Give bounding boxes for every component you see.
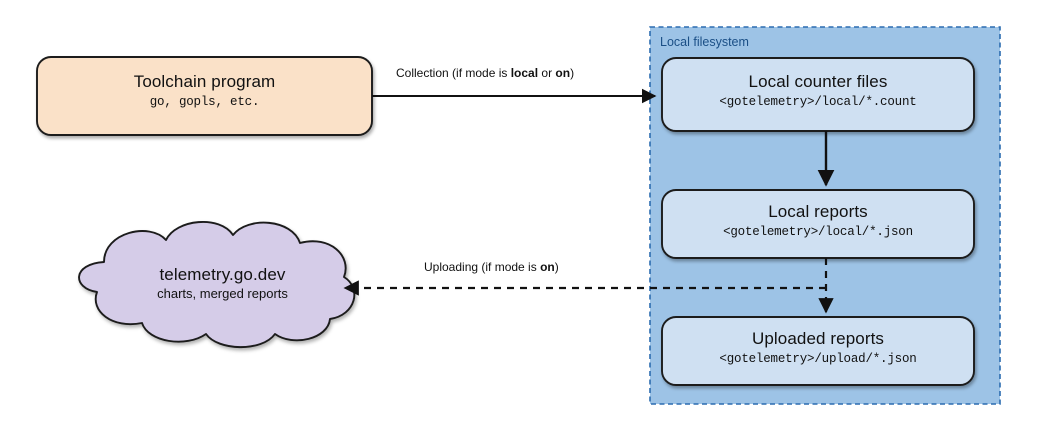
uploaded-reports-box — [661, 316, 975, 386]
telemetry-cloud-shape — [78, 221, 356, 349]
toolchain-program-box — [36, 56, 373, 136]
local-counter-files-box — [661, 57, 975, 132]
local-reports-box — [661, 189, 975, 259]
